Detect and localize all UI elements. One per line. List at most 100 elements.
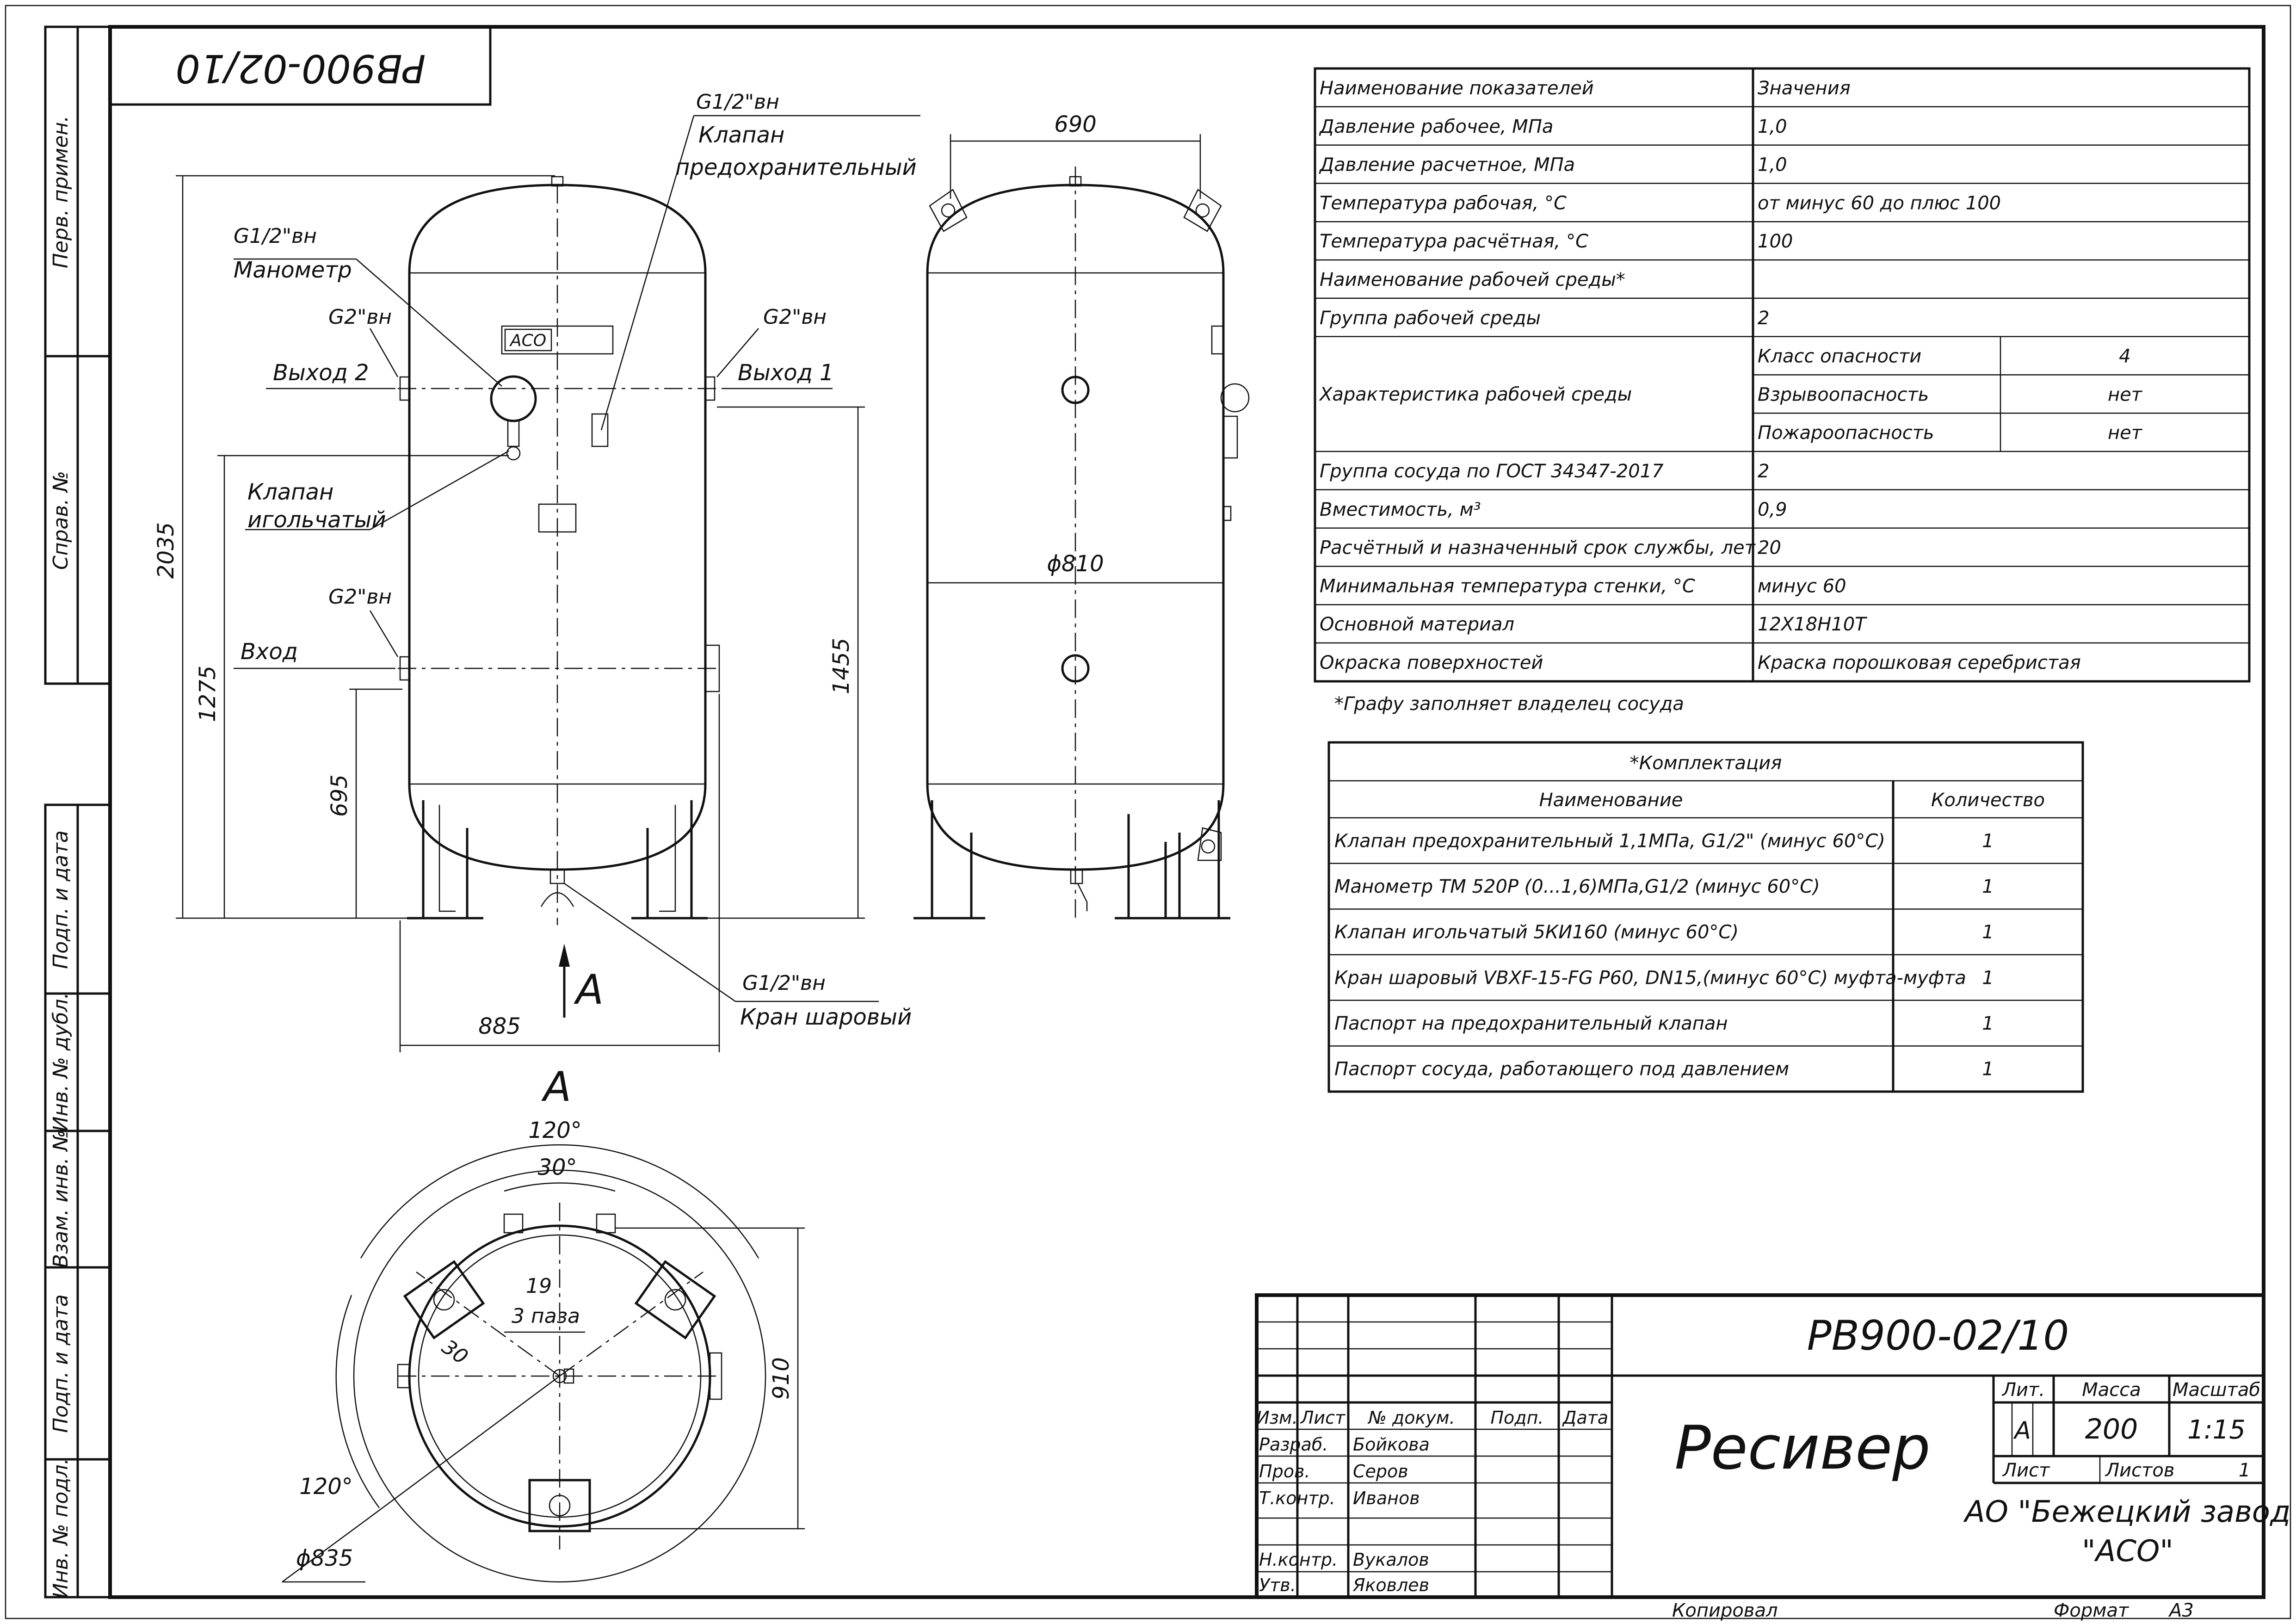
tb-mass-label: Масса	[2082, 1379, 2141, 1401]
kit-item-name: Паспорт сосуда, работающего под давление…	[1334, 1059, 1789, 1080]
tb-format-label: Формат	[2054, 1600, 2129, 1621]
kit-header-qty: Количество	[1931, 790, 2045, 811]
tb-lit-label: Лит.	[2001, 1379, 2045, 1401]
spec-param-value: 2	[1758, 461, 1769, 482]
spec-medium-key: Класс опасности	[1758, 346, 1921, 367]
dim-slots: 3 паза	[512, 1304, 580, 1328]
tb-col-doc: № докум.	[1367, 1408, 1455, 1428]
tb-company-1: АО "Бежецкий завод	[1963, 1495, 2290, 1529]
spec-medium-value: нет	[2108, 422, 2143, 444]
tb-person-4: Вукалов	[1353, 1550, 1429, 1570]
spec-param-name: Основной материал	[1320, 614, 1514, 635]
inner-frame	[108, 25, 2265, 1599]
tb-col-data: Дата	[1562, 1408, 1608, 1428]
kit-item-name: Кран шаровый VBXF-15-FG P60, DN15,(минус…	[1334, 967, 1966, 988]
stamp-perv-primen: Перв. примен.	[49, 116, 73, 268]
tb-col-izm: Изм.	[1256, 1408, 1297, 1428]
tb-person-0: Бойкова	[1353, 1434, 1430, 1455]
stamp-inv-podl: Инв. № подл.	[49, 1458, 73, 1599]
callout-outlet1-thread: G2"вн	[763, 305, 827, 329]
dim-height-lower: 695	[327, 774, 352, 817]
tb-role-0: Разраб.	[1259, 1434, 1328, 1455]
spec-medium-label: Характеристика рабочей среды	[1319, 384, 1632, 405]
spec-param-name: Окраска поверхностей	[1320, 652, 1543, 673]
stamp-inv-dubl: Инв. № дубл.	[49, 992, 73, 1131]
bolt-circle	[353, 1169, 766, 1583]
spec-param-name: Группа рабочей среды	[1320, 308, 1541, 329]
kit-item-name: Клапан предохранительный 1,1МПа, G1/2" (…	[1334, 830, 1885, 852]
callout-outlet2: Выход 2	[273, 360, 369, 386]
dim-base-width: 885	[478, 1013, 521, 1039]
spec-param-value: Краска порошковая серебристая	[1758, 652, 2081, 673]
kit-item-name: Манометр ТМ 520Р (0...1,6)МПа,G1/2 (мину…	[1334, 876, 1820, 897]
callout-needle-valve-2: игольчатый	[247, 507, 386, 533]
brand-plate	[501, 325, 614, 355]
spec-param-value: от минус 60 до плюс 100	[1758, 192, 2001, 214]
spec-param-value: минус 60	[1758, 575, 1846, 597]
tb-role-1: Пров.	[1259, 1461, 1310, 1482]
kit-header-name: Наименование	[1539, 790, 1683, 811]
view-title: А	[541, 1063, 571, 1111]
plan-dimensions: 120° 30° 120° 19 3 паза 30 ϕ835 910	[282, 1118, 805, 1583]
callout-outlet2-thread: G2"вн	[328, 305, 392, 329]
brand-text: АСО	[509, 331, 546, 350]
stamp-podp-data-1: Подп. и дата	[49, 830, 73, 969]
tb-format-value: А3	[2168, 1600, 2194, 1621]
tb-col-podp: Подп.	[1490, 1408, 1543, 1428]
dim-angle-left: 120°	[299, 1474, 353, 1500]
callout-safety-valve-1: Клапан	[698, 122, 784, 148]
spec-param-value: 1,0	[1758, 116, 1787, 137]
stamp-sprav-no: Справ. №	[49, 471, 73, 570]
kit-title: *Комплектация	[1630, 753, 1782, 774]
kit-item-qty: 1	[1982, 1013, 1994, 1034]
callout-ball-valve-thread: G1/2"вн	[742, 971, 826, 995]
title-block: РВ900-02/10 Ресивер Изм. Лист № докум. П…	[1255, 1293, 2290, 1621]
tb-scale-label: Масштаб	[2173, 1379, 2260, 1401]
spec-param-name: Группа сосуда по ГОСТ 34347-2017	[1320, 461, 1664, 482]
tb-copied: Копировал	[1672, 1600, 1778, 1621]
dim-slot-offset: 30	[438, 1335, 472, 1369]
spec-param-value: 1,0	[1758, 154, 1787, 176]
top-designation: РВ900-02/10	[176, 46, 426, 91]
dim-height-total: 2035	[153, 522, 179, 579]
spec-param-name: Температура рабочая, °С	[1320, 192, 1567, 214]
spec-footnote: *Графу заполняет владелец сосуда	[1334, 693, 1684, 715]
tb-person-1: Серов	[1353, 1461, 1408, 1482]
spec-medium-value: 4	[2119, 346, 2130, 367]
kit-table: *Комплектация Наименование КоличествоКлап…	[1327, 741, 2084, 1093]
kit-item-name: Клапан игольчатый 5КИ160 (минус 60°С)	[1334, 922, 1739, 943]
view-arrow-label: А	[574, 966, 604, 1013]
left-stamp: Перв. примен. Справ. № Подп. и дата Инв.…	[44, 25, 111, 1599]
tb-col-list: Лист	[1300, 1408, 1346, 1428]
callout-safety-valve-2: предохранительный	[675, 154, 917, 180]
stamp-vzam-inv: Взам. инв. №	[49, 1130, 73, 1268]
front-dimensions: 2035 1275 695 1455 885	[153, 175, 865, 1052]
kit-item-qty: 1	[1982, 967, 1994, 988]
callout-manometer: Манометр	[234, 257, 352, 283]
spec-medium-value: нет	[2108, 384, 2143, 405]
spec-header-name: Наименование показателей	[1320, 78, 1594, 99]
kit-item-qty: 1	[1982, 922, 1994, 943]
callout-outlet1: Выход 1	[738, 360, 834, 386]
safety-valve-symbol	[591, 413, 609, 447]
callout-needle-valve-1: Клапан	[247, 479, 333, 505]
spec-param-value: 12Х18Н10Т	[1758, 614, 1868, 635]
dim-angle-top: 120°	[528, 1118, 582, 1143]
stamp-podp-data-2: Подп. и дата	[49, 1294, 73, 1433]
dim-height-outlet: 1455	[828, 638, 854, 694]
dim-slot-width: 19	[526, 1274, 552, 1298]
tb-designation: РВ900-02/10	[1807, 1312, 2069, 1359]
kit-item-qty: 1	[1982, 876, 1994, 897]
spec-param-name: Минимальная температура стенки, °С	[1320, 575, 1695, 597]
tb-scale-value: 1:15	[2187, 1415, 2246, 1445]
dim-angle-small: 30°	[537, 1155, 577, 1180]
tb-name: Ресивер	[1674, 1413, 1930, 1483]
callout-safety-valve-thread: G1/2"вн	[696, 90, 779, 114]
dim-shell-width: 690	[1054, 111, 1097, 137]
outer-border	[5, 5, 2291, 1619]
spec-header-value: Значения	[1758, 78, 1851, 99]
tb-sheets-value: 1	[2239, 1460, 2250, 1481]
plan-view: А	[353, 1063, 766, 1583]
kit-item-qty: 1	[1982, 1059, 1994, 1080]
